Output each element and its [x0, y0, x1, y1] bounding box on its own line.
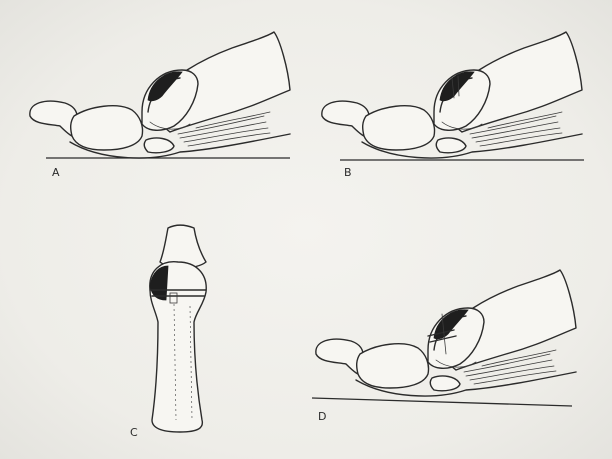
panel-a: A: [30, 32, 290, 179]
foot-drawing-a: [30, 32, 290, 158]
panel-c: C: [130, 225, 206, 439]
panel-label-a: A: [52, 166, 60, 179]
foot-drawing-b: [322, 32, 582, 158]
panel-d: D: [312, 270, 576, 423]
panel-label-d: D: [318, 410, 326, 423]
phalanx-c: [160, 225, 206, 268]
floor-line-d: [312, 398, 572, 406]
panel-b: B: [322, 32, 584, 179]
panel-label-c: C: [130, 426, 138, 439]
foot-drawing-d: [316, 270, 576, 396]
panel-label-b: B: [344, 166, 352, 179]
